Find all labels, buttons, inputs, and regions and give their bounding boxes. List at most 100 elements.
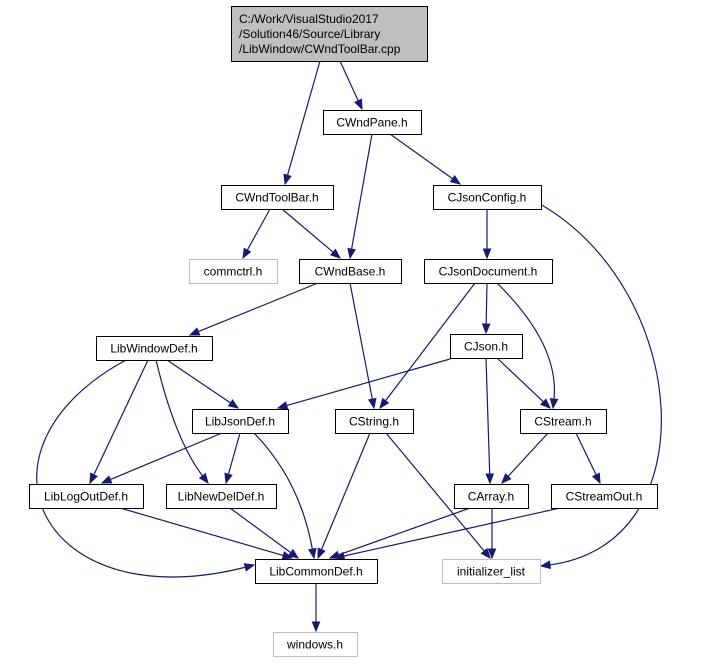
- edge-line: [485, 282, 488, 326]
- edge-cwndpane-to-cjsonconfig: [389, 133, 462, 185]
- node-label: CJsonConfig.h: [448, 191, 527, 205]
- node-initializer_list[interactable]: initializer_list: [442, 559, 541, 584]
- node-cjsondocument[interactable]: CJsonDocument.h: [424, 259, 553, 284]
- edge-arrowhead: [198, 472, 209, 485]
- node-label: initializer_list: [457, 565, 526, 579]
- node-label: /Solution46/Source/Library: [239, 27, 380, 41]
- edge-line: [281, 208, 335, 254]
- edge-line: [229, 507, 292, 554]
- edge-arrowhead: [224, 472, 233, 485]
- edge-cwndbase-to-libwindowdef: [188, 282, 319, 336]
- edge-arrowhead: [501, 473, 512, 484]
- node-libwindowdef[interactable]: LibWindowDef.h: [96, 336, 213, 361]
- node-root[interactable]: C:/Work/VisualStudio2017/Solution46/Sour…: [231, 6, 428, 62]
- node-windows[interactable]: windows.h: [273, 632, 358, 657]
- edge-line: [92, 359, 149, 477]
- edge-line: [36, 359, 247, 578]
- node-label: LibNewDelDef.h: [178, 490, 265, 504]
- edge-arrowhead: [329, 248, 342, 259]
- node-box: [450, 334, 523, 359]
- edge-liblogoutdef-to-libcommondef: [119, 507, 294, 560]
- node-cwndtoolbar[interactable]: CWndToolBar.h: [221, 185, 334, 210]
- node-liblogoutdef[interactable]: LibLogOutDef.h: [29, 484, 144, 509]
- edge-line: [109, 432, 223, 481]
- edge-line: [350, 133, 373, 251]
- edge-libwindowdef-to-libjsondef: [166, 359, 240, 409]
- edge-arrowhead: [449, 174, 462, 185]
- node-cjsonconfig[interactable]: CJsonConfig.h: [433, 185, 542, 210]
- edge-libwindowdef-to-libcommondef: [36, 359, 256, 578]
- node-cstreamout[interactable]: CStreamOut.h: [551, 484, 658, 509]
- edge-arrowhead: [227, 399, 240, 409]
- edge-cwndbase-to-cstring: [349, 282, 377, 410]
- edge-arrowhead: [242, 247, 252, 260]
- node-carray[interactable]: CArray.h: [454, 484, 529, 509]
- edge-cstring-to-libcommondef: [317, 432, 371, 560]
- edge-arrowhead: [540, 398, 551, 409]
- edge-arrowhead: [481, 323, 491, 335]
- edge-cjson-to-libjsondef: [276, 358, 451, 410]
- edge-cjsonconfig-to-cjsondocument: [482, 209, 492, 260]
- node-commctrl[interactable]: commctrl.h: [189, 259, 278, 284]
- node-box: [454, 484, 529, 509]
- edge-arrowhead: [347, 247, 356, 260]
- node-box: [231, 6, 428, 62]
- node-cstring[interactable]: CString.h: [335, 409, 414, 434]
- node-label: CJson.h: [464, 340, 508, 354]
- edge-cwndtoolbar-to-cwndbase: [281, 208, 342, 259]
- edge-line: [253, 432, 314, 551]
- edge-cstreamout-to-libcommondef: [333, 507, 561, 561]
- edge-line: [286, 60, 321, 177]
- edge-line: [575, 432, 598, 477]
- edge-line: [389, 133, 454, 180]
- node-label: LibCommonDef.h: [269, 565, 362, 579]
- edge-arrowhead: [549, 398, 559, 410]
- node-cjson[interactable]: CJson.h: [450, 334, 523, 359]
- edge-arrowhead: [480, 547, 491, 560]
- node-cwndpane[interactable]: CWndPane.h: [323, 110, 422, 135]
- edge-line: [166, 359, 232, 405]
- node-label: commctrl.h: [204, 265, 263, 279]
- node-box: [520, 409, 607, 434]
- node-label: LibJsonDef.h: [205, 415, 275, 429]
- edge-arrowhead: [100, 475, 113, 484]
- edge-cjson-to-cstream: [496, 357, 551, 409]
- edge-arrowhead: [281, 551, 294, 560]
- node-box: [551, 484, 658, 509]
- edge-carray-to-initializer_list: [487, 508, 497, 560]
- edge-cstream-to-cstreamout: [575, 432, 601, 485]
- edge-line: [496, 357, 545, 403]
- edge-arrowhead: [311, 621, 321, 633]
- edge-line: [485, 357, 491, 476]
- edge-arrowhead: [354, 98, 363, 111]
- node-cwndbase[interactable]: CWndBase.h: [299, 259, 402, 284]
- edge-libcommondef-to-windows: [311, 583, 321, 633]
- node-libnewdeldef[interactable]: LibNewDelDef.h: [166, 484, 277, 509]
- node-label: CJsonDocument.h: [439, 265, 538, 279]
- edge-line: [337, 507, 471, 556]
- node-box: [442, 559, 541, 584]
- edge-cjson-to-carray: [485, 357, 495, 485]
- node-box: [273, 632, 358, 657]
- edge-line: [506, 432, 549, 478]
- nodes-layer: C:/Work/VisualStudio2017/Solution46/Sour…: [29, 6, 658, 657]
- edge-cstream-to-carray: [501, 432, 549, 484]
- edge-libwindowdef-to-libnewdeldef: [155, 359, 209, 485]
- node-box: [29, 484, 144, 509]
- edge-cwndpane-to-cwndbase: [347, 133, 373, 260]
- node-label: CWndBase.h: [315, 265, 386, 279]
- edge-cjsonconfig-to-initializer_list: [539, 203, 662, 570]
- edge-line: [349, 282, 374, 401]
- node-label: CString.h: [349, 415, 399, 429]
- node-libcommondef[interactable]: LibCommonDef.h: [255, 559, 378, 584]
- node-label: LibLogOutDef.h: [44, 490, 128, 504]
- node-box: [96, 336, 213, 361]
- edge-line: [119, 507, 285, 557]
- edge-line: [155, 359, 204, 478]
- edge-arrowhead: [283, 173, 292, 186]
- node-cstream[interactable]: CStream.h: [520, 409, 607, 434]
- node-box: [299, 259, 402, 284]
- node-libjsondef[interactable]: LibJsonDef.h: [192, 409, 289, 434]
- edge-line: [285, 358, 451, 407]
